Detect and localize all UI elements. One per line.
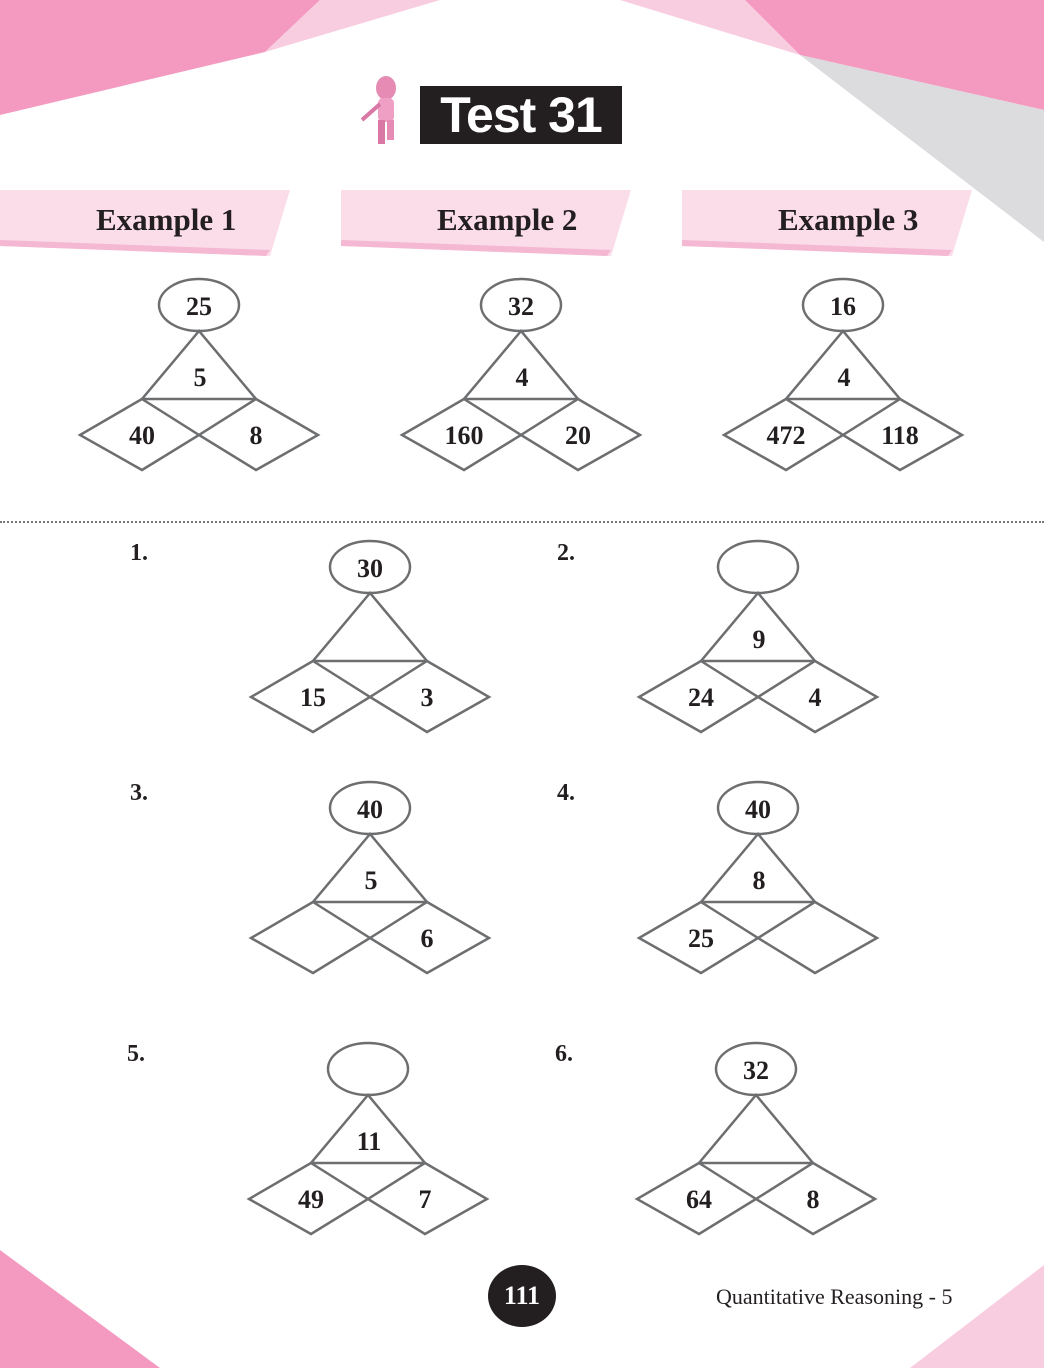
right-diamond bbox=[755, 659, 880, 734]
top-value: 30 bbox=[357, 554, 383, 583]
right-value: 4 bbox=[809, 683, 822, 712]
left-diamond bbox=[399, 397, 524, 472]
left-value: 40 bbox=[129, 421, 155, 450]
example-1-label: Example 1 bbox=[96, 202, 237, 237]
middle-value: 5 bbox=[194, 363, 207, 392]
left-value: 472 bbox=[767, 421, 806, 450]
section-divider bbox=[0, 521, 1044, 523]
number-figure: 40 8 25 bbox=[636, 780, 880, 975]
top-oval bbox=[716, 539, 800, 595]
top-value: 25 bbox=[186, 292, 212, 321]
question-6-number: 6. bbox=[555, 1041, 573, 1067]
number-figure: 32 4 160 20 bbox=[399, 277, 643, 472]
left-diamond bbox=[248, 659, 373, 734]
right-value: 3 bbox=[421, 683, 434, 712]
page-number: 111 bbox=[488, 1265, 556, 1327]
example-3-label: Example 3 bbox=[778, 202, 919, 237]
right-diamond bbox=[367, 659, 492, 734]
left-value: 49 bbox=[298, 1185, 324, 1214]
number-figure: 32 64 8 bbox=[634, 1041, 878, 1236]
middle-value: 8 bbox=[753, 866, 766, 895]
left-value: 15 bbox=[300, 683, 326, 712]
left-value: 24 bbox=[688, 683, 714, 712]
top-value: 40 bbox=[357, 795, 383, 824]
right-diamond bbox=[755, 900, 880, 975]
number-figure: 9 24 4 bbox=[636, 539, 880, 734]
question-3-number: 3. bbox=[130, 780, 148, 806]
right-value: 20 bbox=[565, 421, 591, 450]
top-value: 32 bbox=[743, 1056, 769, 1085]
left-diamond bbox=[721, 397, 846, 472]
top-value: 40 bbox=[745, 795, 771, 824]
middle-triangle bbox=[783, 329, 903, 401]
left-value: 25 bbox=[688, 924, 714, 953]
middle-value: 9 bbox=[753, 625, 766, 654]
middle-value: 5 bbox=[365, 866, 378, 895]
middle-triangle bbox=[698, 591, 818, 663]
question-1-number: 1. bbox=[130, 540, 148, 566]
right-value: 118 bbox=[881, 421, 919, 450]
top-value: 32 bbox=[508, 292, 534, 321]
middle-triangle bbox=[308, 1093, 428, 1165]
left-value: 64 bbox=[686, 1185, 712, 1214]
left-diamond bbox=[248, 900, 373, 975]
page-title: Test 31 bbox=[420, 86, 622, 144]
right-value: 8 bbox=[250, 421, 263, 450]
right-diamond bbox=[365, 1161, 490, 1236]
example-3-tab: Example 3 bbox=[682, 190, 972, 256]
left-diamond bbox=[634, 1161, 759, 1236]
right-diamond bbox=[840, 397, 965, 472]
middle-triangle bbox=[696, 1093, 816, 1165]
book-title: Quantitative Reasoning - 5 bbox=[716, 1284, 953, 1309]
middle-value: 4 bbox=[838, 363, 851, 392]
middle-triangle bbox=[461, 329, 581, 401]
mascot-icon bbox=[360, 74, 404, 146]
left-diamond bbox=[636, 900, 761, 975]
right-diamond bbox=[518, 397, 643, 472]
right-value: 7 bbox=[419, 1185, 432, 1214]
left-value: 160 bbox=[445, 421, 484, 450]
question-2-number: 2. bbox=[557, 540, 575, 566]
number-figure: 16 4 472 118 bbox=[721, 277, 965, 472]
right-value: 6 bbox=[421, 924, 434, 953]
left-diamond bbox=[246, 1161, 371, 1236]
question-5-number: 5. bbox=[127, 1041, 145, 1067]
left-diamond bbox=[77, 397, 202, 472]
middle-value: 4 bbox=[516, 363, 529, 392]
example-1-tab: Example 1 bbox=[0, 190, 290, 256]
example-2-label: Example 2 bbox=[437, 202, 578, 237]
number-figure: 30 15 3 bbox=[248, 539, 492, 734]
right-diamond bbox=[196, 397, 321, 472]
middle-triangle bbox=[310, 591, 430, 663]
top-value: 16 bbox=[830, 292, 856, 321]
right-diamond bbox=[367, 900, 492, 975]
right-diamond bbox=[753, 1161, 878, 1236]
middle-value: 11 bbox=[357, 1127, 382, 1156]
number-figure: 40 5 6 bbox=[248, 780, 492, 975]
right-value: 8 bbox=[807, 1185, 820, 1214]
left-diamond bbox=[636, 659, 761, 734]
number-figure: 11 49 7 bbox=[246, 1041, 490, 1236]
top-oval bbox=[326, 1041, 410, 1097]
middle-triangle bbox=[698, 832, 818, 904]
number-figure: 25 5 40 8 bbox=[77, 277, 321, 472]
question-4-number: 4. bbox=[557, 780, 575, 806]
middle-triangle bbox=[139, 329, 259, 401]
middle-triangle bbox=[310, 832, 430, 904]
example-2-tab: Example 2 bbox=[341, 190, 631, 256]
